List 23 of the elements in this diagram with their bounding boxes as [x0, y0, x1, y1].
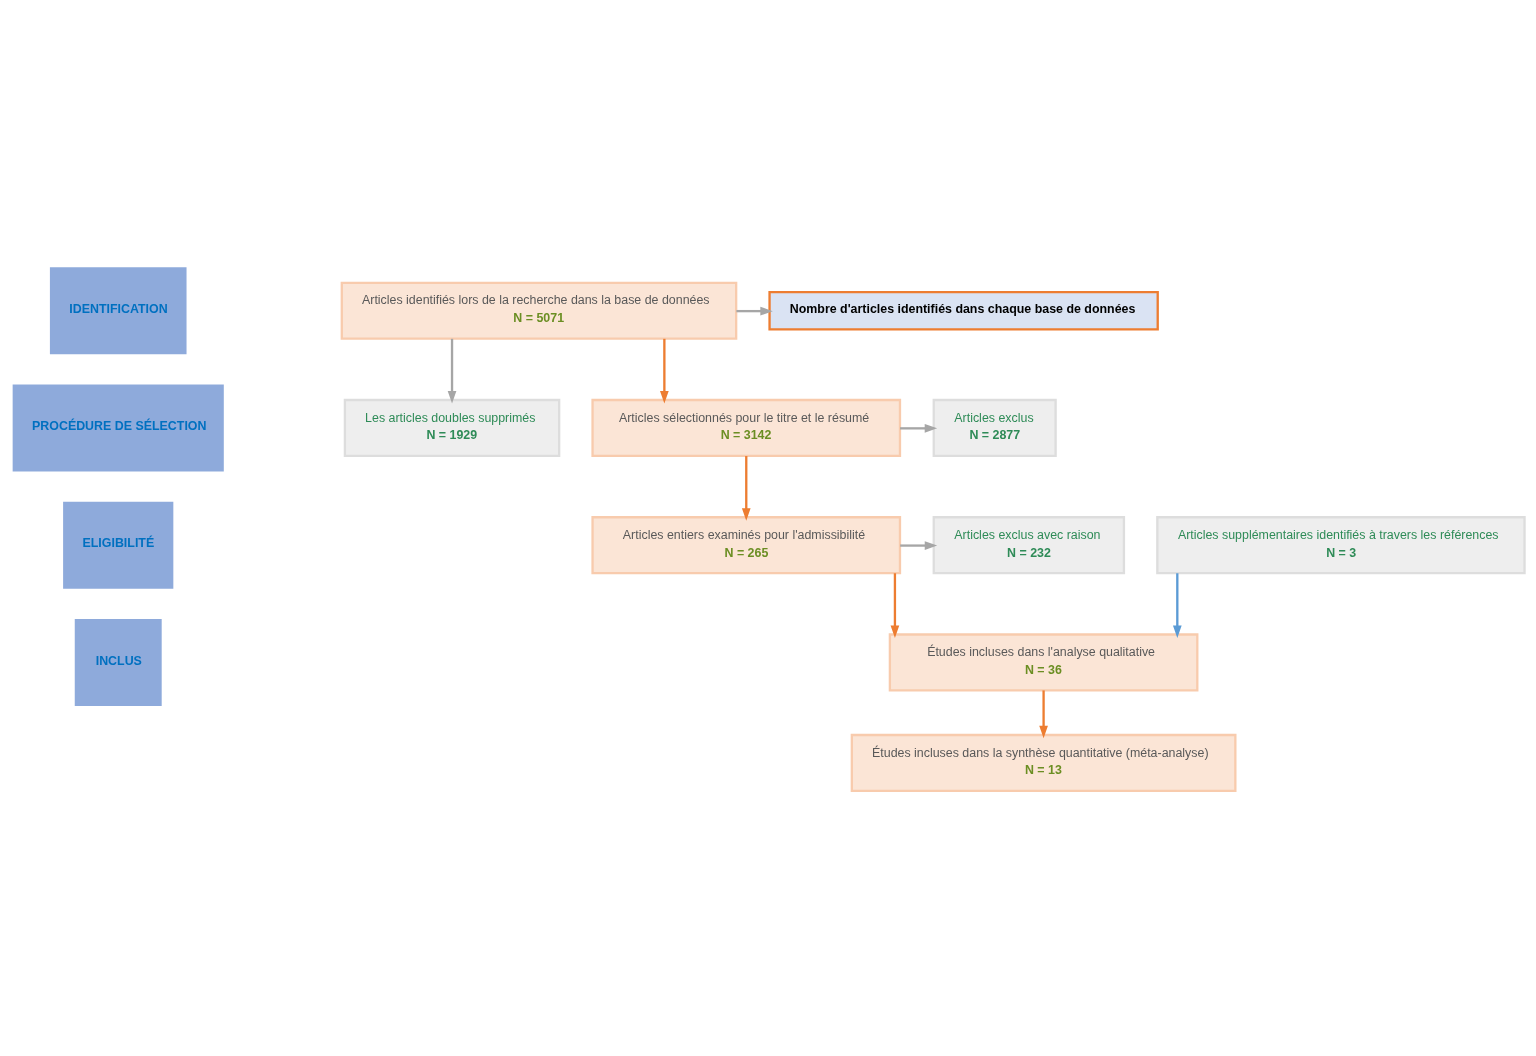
- node-box: Articles exclus avec raison N = 232: [932, 515, 1126, 574]
- node-box: Les articles doubles supprimés N = 1929: [343, 398, 561, 457]
- node-box: Nombre d'articles identifiés dans chaque base de données: [768, 290, 1159, 331]
- arrow: [741, 455, 751, 521]
- arrow: [900, 540, 938, 550]
- node-box: INCLUS: [72, 616, 165, 708]
- node-box: Articles exclus N = 2877: [932, 398, 1057, 457]
- node-box: Études incluses dans l'analyse qualitative N = 36: [888, 632, 1199, 692]
- arrow: [1039, 689, 1048, 738]
- node-box: PROCÉDURE DE SÉLECTION: [10, 381, 227, 474]
- arrow: [1172, 572, 1182, 638]
- node-box: Articles supplémentaires identifiés à travers les références N = 3: [1156, 515, 1526, 574]
- node-box: Études incluses dans la synthèse quantitative (méta-analyse) N = 13: [850, 733, 1237, 792]
- arrow: [736, 306, 773, 315]
- arrow: [447, 338, 457, 403]
- arrow: [660, 338, 669, 403]
- node-box: Articles identifiés lors de la recherche dans la base de données N = 5071: [340, 281, 738, 340]
- node-box: ELIGIBILITÉ: [60, 498, 176, 591]
- arrow: [890, 572, 900, 638]
- arrow: [900, 423, 938, 433]
- node-box: Articles entiers examinés pour l'admissibilité N = 265: [591, 515, 902, 574]
- node-box: IDENTIFICATION: [47, 264, 189, 357]
- node-box: Articles sélectionnés pour le titre et le résumé N = 3142: [591, 398, 902, 457]
